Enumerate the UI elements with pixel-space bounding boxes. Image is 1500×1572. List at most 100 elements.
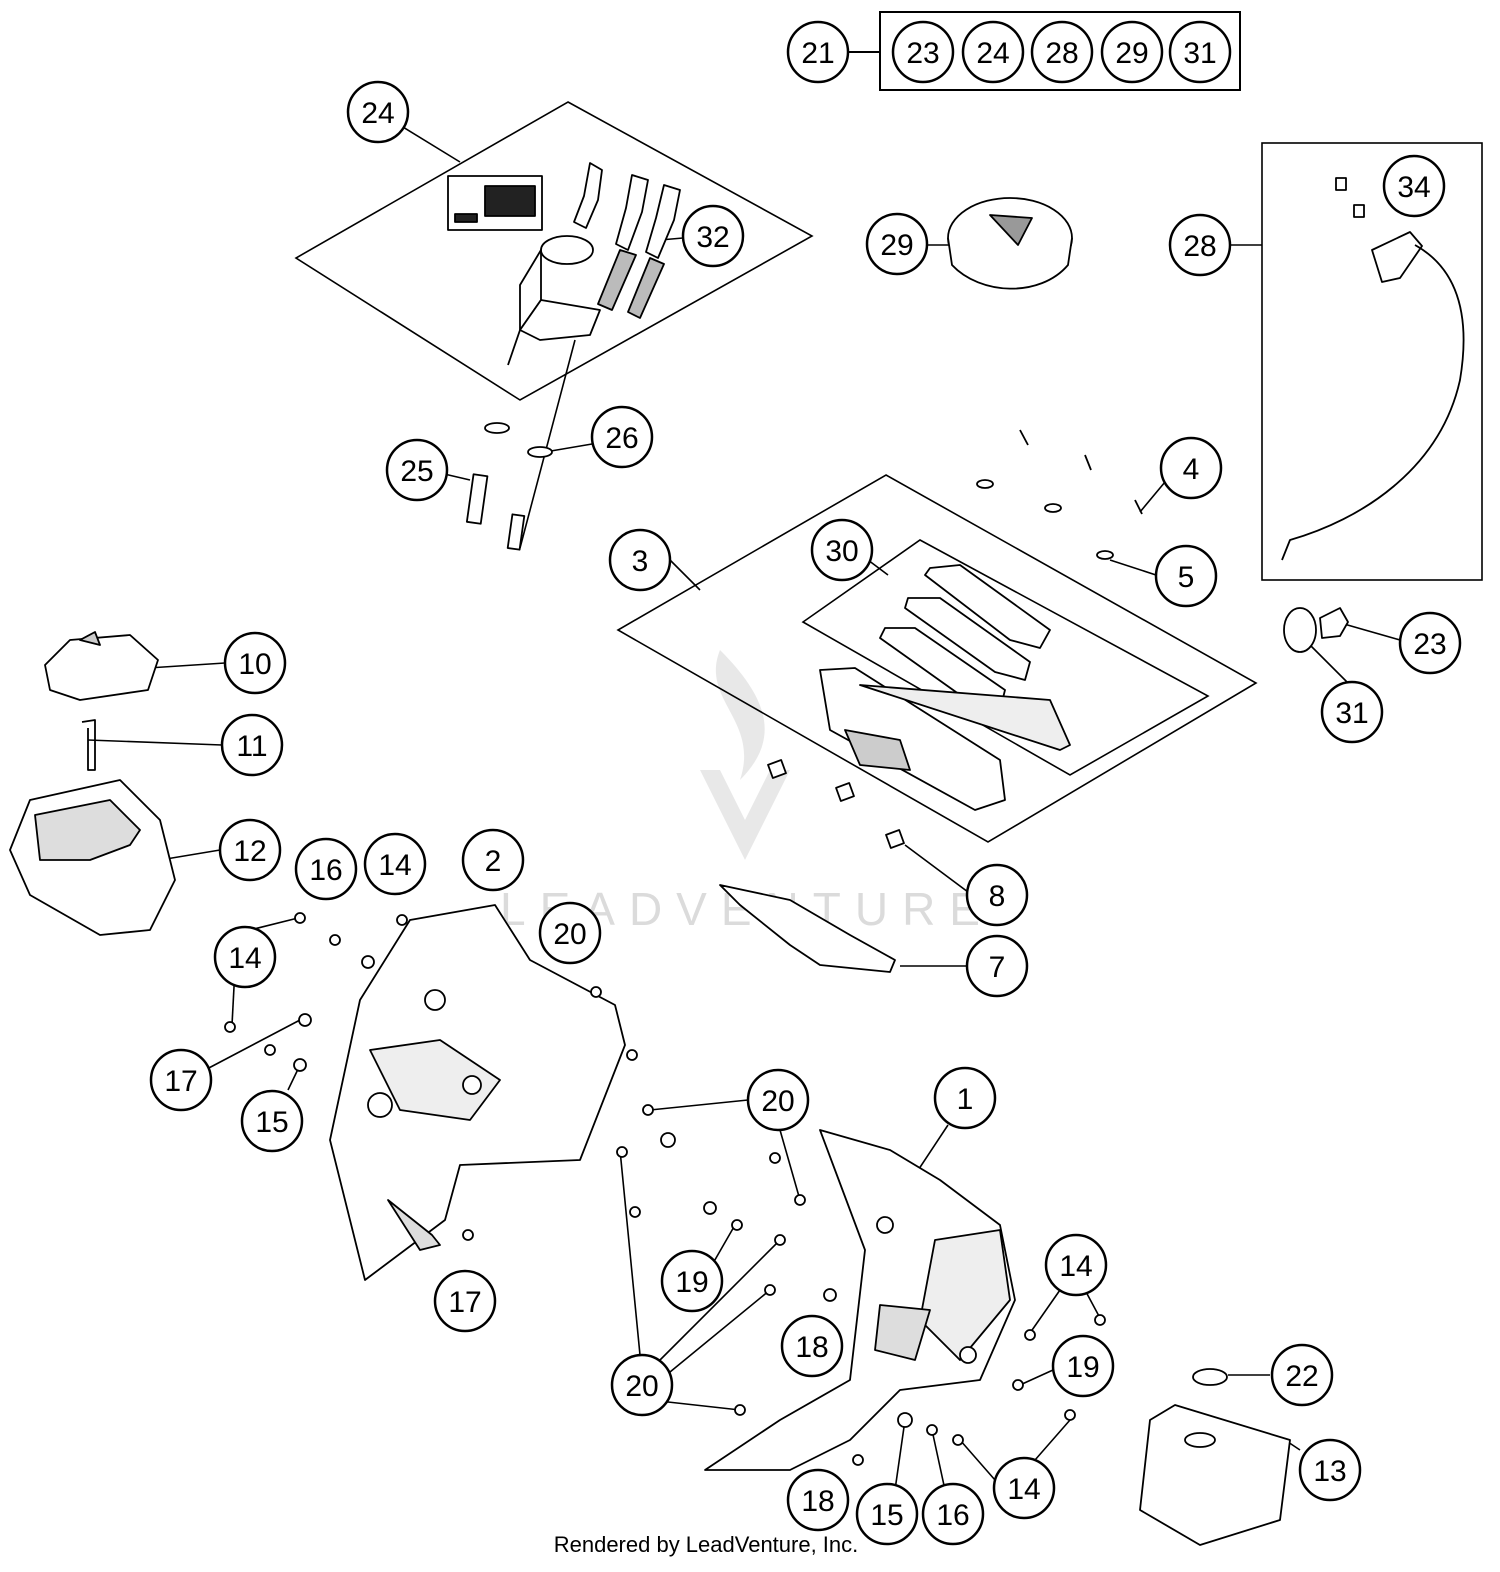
callout-17: 7 (965, 934, 1029, 998)
callout-27: 19 (660, 1249, 724, 1313)
callout-14-label: 11 (236, 730, 267, 763)
callout-13: 10 (223, 631, 287, 695)
ignition-group-outline (294, 101, 814, 401)
callout-30: 14 (1044, 1233, 1108, 1297)
callout-28: 17 (433, 1269, 497, 1333)
cable-group-outline (1261, 142, 1483, 581)
callout-35: 18 (786, 1468, 850, 1532)
callout-14: 11 (220, 713, 284, 777)
callout-1: 32 (681, 204, 745, 268)
dash-subgroup-outline (801, 539, 1210, 776)
kit-callout-member-label: 29 (1115, 37, 1148, 70)
callout-25: 20 (746, 1068, 810, 1132)
callout-4: 28 (1168, 213, 1232, 277)
kit-callouts: 21 23 24 28 29 31 (786, 20, 1232, 84)
callout-23-label: 17 (164, 1065, 197, 1098)
label-card-part (447, 175, 543, 231)
ignition-lock-part (507, 235, 601, 366)
callout-26-label: 1 (957, 1083, 974, 1116)
kit-callout-member: 23 (891, 20, 955, 84)
callout-7: 4 (1159, 436, 1223, 500)
kit-callout-member-label: 23 (906, 37, 939, 70)
clip-11-part (81, 719, 96, 771)
kit-callout-member-label: 31 (1183, 37, 1216, 70)
callout-33: 22 (1270, 1343, 1334, 1407)
callout-9: 30 (810, 518, 874, 582)
callout-32: 20 (610, 1353, 674, 1417)
callout-10-label: 5 (1178, 561, 1195, 594)
callout-5-label: 26 (605, 422, 638, 455)
callout-27-label: 19 (675, 1266, 708, 1299)
bracket-2-part (329, 904, 626, 1281)
small-fastener-parts (224, 912, 1106, 1466)
cable-assembly-part (1281, 177, 1465, 561)
callout-31: 19 (1051, 1334, 1115, 1398)
callout-36-label: 15 (870, 1499, 903, 1532)
callout-35-label: 18 (801, 1485, 834, 1518)
callout-18-label: 2 (485, 845, 502, 878)
callout-29-label: 18 (795, 1331, 828, 1364)
footer-credit: Rendered by LeadVenture, Inc. (553, 1532, 859, 1557)
callout-0: 24 (346, 80, 410, 144)
callout-17-label: 7 (989, 951, 1006, 984)
lock-31-part (1283, 607, 1349, 653)
dashboard-unit-part (819, 667, 1071, 811)
callout-24-label: 15 (255, 1106, 288, 1139)
callout-22-label: 14 (228, 942, 261, 975)
callout-21-label: 14 (378, 849, 411, 882)
callout-18: 2 (461, 828, 525, 892)
kit-box (848, 11, 1241, 91)
callout-34-label: 13 (1313, 1455, 1346, 1488)
callout-23: 17 (149, 1048, 213, 1112)
callout-16-label: 8 (989, 880, 1006, 913)
callout-19-label: 20 (553, 918, 586, 951)
callout-20-label: 16 (309, 854, 342, 887)
callout-19: 20 (538, 901, 602, 965)
callout-5: 26 (590, 405, 654, 469)
callout-13-label: 10 (238, 648, 271, 681)
callout-32-label: 20 (625, 1370, 658, 1403)
cover-13-part (1139, 1368, 1291, 1546)
part-drawings (9, 162, 1465, 1546)
callout-33-label: 22 (1285, 1360, 1318, 1393)
fuel-cap-part (947, 197, 1073, 290)
bracket-part (719, 884, 896, 973)
callout-15-label: 12 (233, 835, 266, 868)
key-parts (573, 162, 681, 319)
callout-28-label: 17 (448, 1286, 481, 1319)
leader-lines (87, 123, 1401, 1491)
callout-0-label: 24 (361, 97, 394, 130)
callout-25-label: 20 (761, 1085, 794, 1118)
callout-21: 14 (363, 832, 427, 896)
callout-20: 16 (294, 837, 358, 901)
kit-callout-main: 21 (786, 20, 850, 84)
callout-38: 14 (992, 1456, 1056, 1520)
callout-6: 25 (385, 438, 449, 502)
kit-callout-member: 31 (1168, 20, 1232, 84)
callout-8-label: 3 (632, 545, 649, 578)
kit-callout-member-label: 28 (1045, 37, 1078, 70)
callout-2-label: 29 (880, 229, 913, 262)
callout-16: 8 (965, 863, 1029, 927)
callout-12: 31 (1320, 680, 1384, 744)
kit-callout-member: 29 (1100, 20, 1164, 84)
kit-callout-member: 28 (1030, 20, 1094, 84)
callout-30-label: 14 (1059, 1250, 1092, 1283)
screw-parts (976, 429, 1143, 560)
callout-6-label: 25 (400, 455, 433, 488)
callout-7-label: 4 (1183, 453, 1200, 486)
headlight-12-part (9, 779, 176, 936)
callout-10: 5 (1154, 544, 1218, 608)
grommet-parts (767, 759, 905, 849)
callout-34: 13 (1298, 1438, 1362, 1502)
bracket-1-part (704, 1129, 1016, 1471)
callout-2: 29 (865, 212, 929, 276)
callout-11-label: 23 (1413, 628, 1446, 661)
callout-37: 16 (921, 1482, 985, 1546)
callout-3: 34 (1382, 154, 1446, 218)
kit-callout-member-label: 24 (976, 37, 1009, 70)
callout-3-label: 34 (1397, 171, 1430, 204)
kit-callout-main-label: 21 (801, 37, 834, 70)
